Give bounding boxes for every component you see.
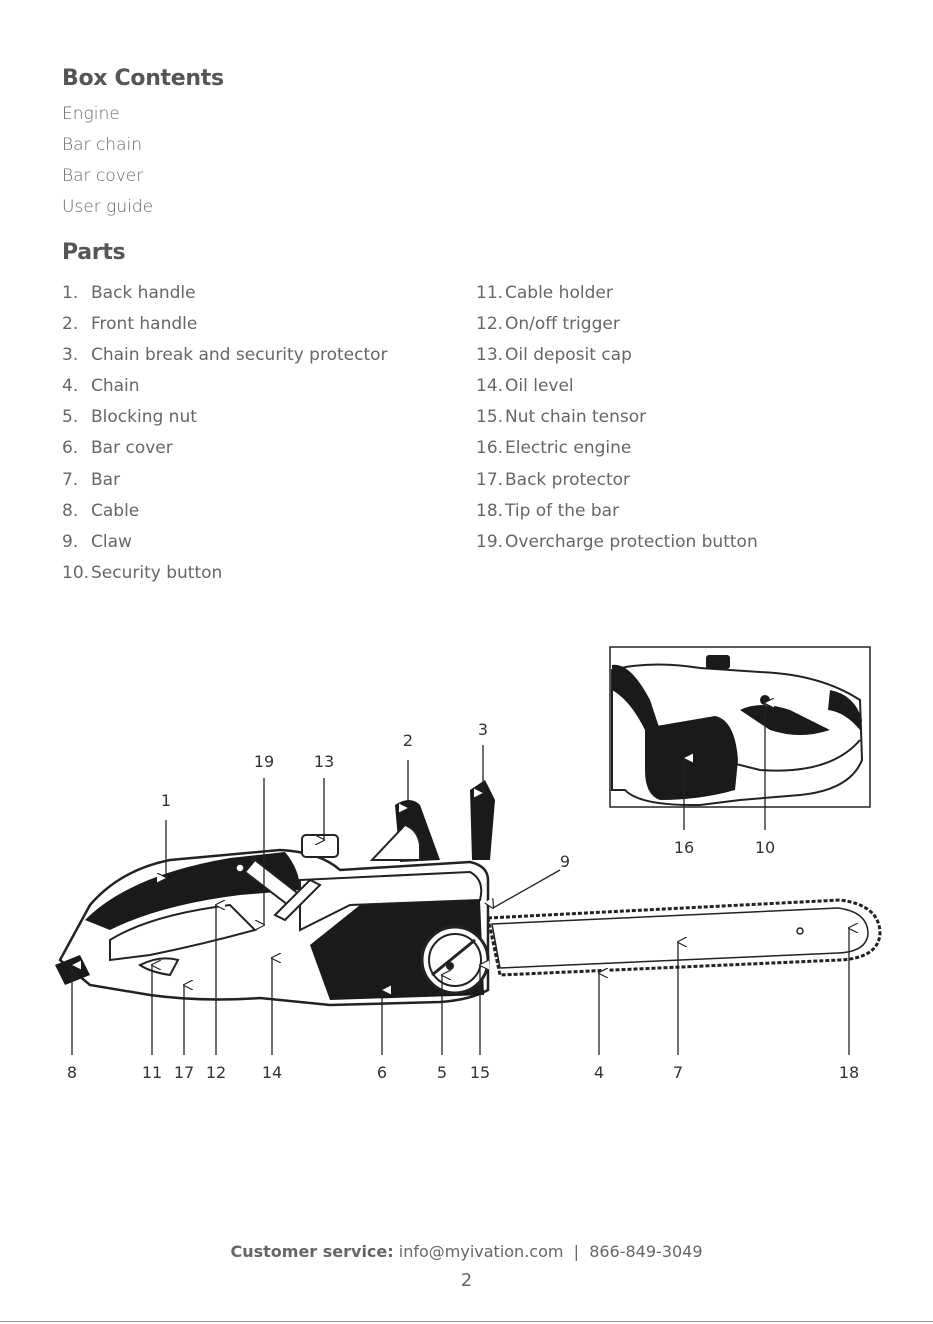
callout-leaders (72, 703, 849, 1055)
list-item: User guide (62, 197, 154, 217)
callout-3: 3 (478, 720, 488, 739)
list-item: 6.Bar cover (62, 438, 173, 459)
callout-2: 2 (403, 731, 413, 750)
list-item: 17.Back protector (476, 469, 631, 490)
list-item: 18.Tip of the bar (476, 500, 620, 521)
list-item: 9.Claw (62, 531, 132, 552)
callout-4: 4 (594, 1063, 604, 1082)
callout-15: 15 (470, 1063, 490, 1082)
list-item: 11.Cable holder (476, 283, 613, 303)
callout-labels: 1 2 3 4 5 6 7 8 9 10 11 12 13 14 15 16 1… (67, 720, 859, 1082)
list-item: Bar chain (62, 135, 142, 155)
list-item: 5.Blocking nut (62, 407, 197, 428)
customer-service-contact: info@myivation.com | 866-849-3049 (398, 1242, 703, 1261)
callout-12: 12 (206, 1063, 226, 1082)
list-item: 15.Nut chain tensor (476, 407, 647, 428)
box-contents-heading: Box Contents (62, 66, 224, 91)
list-item: 7.Bar (62, 469, 121, 490)
customer-service-footer: Customer service: info@myivation.com | 8… (0, 1242, 933, 1261)
callout-13: 13 (314, 752, 334, 771)
saw-body (55, 780, 495, 1007)
bottom-divider (0, 1321, 933, 1322)
parts-list-column-1: 1.Back handle 2.Front handle 3.Chain bre… (62, 278, 388, 589)
list-item: 3.Chain break and security protector (62, 345, 388, 366)
list-item: 19.Overcharge protection button (476, 531, 758, 552)
callout-11: 11 (142, 1063, 162, 1082)
callout-19: 19 (254, 752, 274, 771)
callout-1: 1 (161, 791, 171, 810)
callout-8: 8 (67, 1063, 77, 1082)
callout-7: 7 (673, 1063, 683, 1082)
list-item: 10.Security button (62, 562, 223, 583)
callout-18: 18 (839, 1063, 859, 1082)
callout-14: 14 (262, 1063, 282, 1082)
page-number: 2 (460, 1270, 473, 1291)
parts-heading: Parts (62, 240, 126, 265)
callout-9: 9 (560, 852, 570, 871)
list-item: 4.Chain (62, 376, 140, 397)
list-item: 12.On/off trigger (476, 314, 620, 335)
customer-service-label: Customer service: (230, 1242, 394, 1261)
callout-10: 10 (755, 838, 775, 857)
list-item: 1.Back handle (62, 283, 196, 303)
parts-list-column-2: 11.Cable holder 12.On/off trigger 13.Oil… (476, 278, 758, 558)
list-item: 8.Cable (62, 500, 140, 521)
list-item: 13.Oil deposit cap (476, 345, 632, 366)
engine-inset (609, 646, 871, 808)
chainsaw-parts-diagram: 1 2 3 4 5 6 7 8 9 10 11 12 13 14 15 16 1… (55, 646, 882, 1082)
callout-6: 6 (377, 1063, 387, 1082)
list-item: Engine (62, 104, 120, 124)
list-item: 14.Oil level (476, 376, 574, 397)
list-item: 2.Front handle (62, 314, 198, 335)
list-item: 16.Electric engine (476, 438, 632, 459)
list-item: Bar cover (62, 166, 144, 186)
bar-and-chain (486, 898, 882, 977)
callout-17: 17 (174, 1063, 194, 1082)
callout-16: 16 (674, 838, 694, 857)
callout-5: 5 (437, 1063, 447, 1082)
box-contents-list: Engine Bar chain Bar cover User guide (62, 99, 153, 223)
